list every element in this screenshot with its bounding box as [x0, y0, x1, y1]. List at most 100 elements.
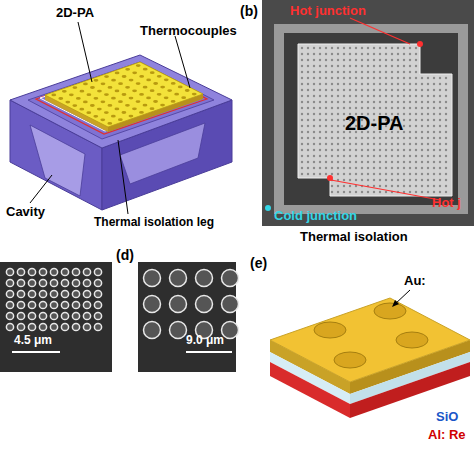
hole [61, 268, 68, 275]
sem-dot [325, 107, 327, 109]
hole [72, 279, 79, 286]
part-label: 2D-PA [56, 6, 94, 20]
sem-dot [427, 149, 429, 151]
sem-dot [409, 89, 411, 91]
sem-dot [439, 83, 441, 85]
sem-dot [445, 167, 447, 169]
sem-dot [373, 149, 375, 151]
sem-dot [391, 53, 393, 55]
sem-dot [343, 179, 345, 181]
hole [61, 301, 68, 308]
absorber-dot [139, 93, 144, 96]
sem-dot [379, 95, 381, 97]
sem-dot [385, 71, 387, 73]
part-label: Thermal isolation leg [94, 216, 214, 229]
sem-dot [325, 173, 327, 175]
hole [17, 290, 24, 297]
sem-dot [379, 101, 381, 103]
sem-dot [325, 113, 327, 115]
part-label: Au: [404, 274, 426, 288]
sem-dot [319, 131, 321, 133]
sem-dot [301, 71, 303, 73]
sem-dot [325, 71, 327, 73]
sem-dot [403, 65, 405, 67]
sem-dot [445, 83, 447, 85]
sem-dot [367, 83, 369, 85]
sem-dot [403, 167, 405, 169]
sem-dot [445, 143, 447, 145]
sem-dot [331, 191, 333, 193]
sem-dot [415, 53, 417, 55]
hole [83, 301, 90, 308]
sem-dot [391, 179, 393, 181]
sem-dot [313, 59, 315, 61]
sem-dot [415, 155, 417, 157]
sem-dot [319, 161, 321, 163]
panel-letter: (e) [250, 256, 267, 271]
sem-dot [355, 137, 357, 139]
sem-dot [385, 137, 387, 139]
sem-dot [409, 119, 411, 121]
sem-dot [403, 89, 405, 91]
sem-dot [439, 131, 441, 133]
sem-dot [379, 149, 381, 151]
sem-dot [319, 113, 321, 115]
absorber-dot [79, 90, 84, 93]
sem-dot [427, 131, 429, 133]
sem-dot [325, 119, 327, 121]
sem-dot [349, 59, 351, 61]
sem-dot [331, 167, 333, 169]
sem-dot [379, 161, 381, 163]
sem-dot [373, 101, 375, 103]
sem-dot [397, 77, 399, 79]
hole [39, 312, 46, 319]
sem-dot [433, 137, 435, 139]
absorber-dot [90, 86, 95, 89]
hole [39, 268, 46, 275]
sem-dot [343, 113, 345, 115]
sem-dot [445, 101, 447, 103]
sem-dot [427, 107, 429, 109]
sem-dot [409, 137, 411, 139]
sem-dot [415, 89, 417, 91]
absorber-dot [150, 107, 155, 110]
hole [50, 301, 57, 308]
sem-dot [337, 131, 339, 133]
sem-dot [397, 155, 399, 157]
sem-dot [403, 107, 405, 109]
sem-dot [313, 149, 315, 151]
sem-dot [355, 143, 357, 145]
sem-dot [301, 173, 303, 175]
sem-dot [313, 119, 315, 121]
hole [83, 279, 90, 286]
sem-dot [403, 83, 405, 85]
panel-letter: (d) [116, 248, 134, 263]
sem-dot [337, 113, 339, 115]
absorber-dot [132, 71, 137, 74]
sem-dot [355, 65, 357, 67]
sem-dot [307, 161, 309, 163]
sem-dot [373, 185, 375, 187]
absorber-dot [118, 100, 123, 103]
sem-dot [319, 95, 321, 97]
sem-dot [361, 143, 363, 145]
sem-dot [367, 101, 369, 103]
sem-dot [301, 65, 303, 67]
sem-dot [439, 113, 441, 115]
sem-dot [361, 95, 363, 97]
sem-dot [319, 107, 321, 109]
sem-dot [427, 113, 429, 115]
absorber-dot [90, 104, 95, 107]
sem-dot [391, 137, 393, 139]
sem-dot [355, 59, 357, 61]
sem-dot [373, 161, 375, 163]
sem-dot [337, 149, 339, 151]
absorber-dot [118, 82, 123, 85]
sem-dot [361, 161, 363, 163]
sem-dot [355, 155, 357, 157]
sem-dot [367, 143, 369, 145]
sem-dot [301, 167, 303, 169]
sem-dot [427, 143, 429, 145]
sem-dot [313, 155, 315, 157]
sem-dot [421, 191, 423, 193]
